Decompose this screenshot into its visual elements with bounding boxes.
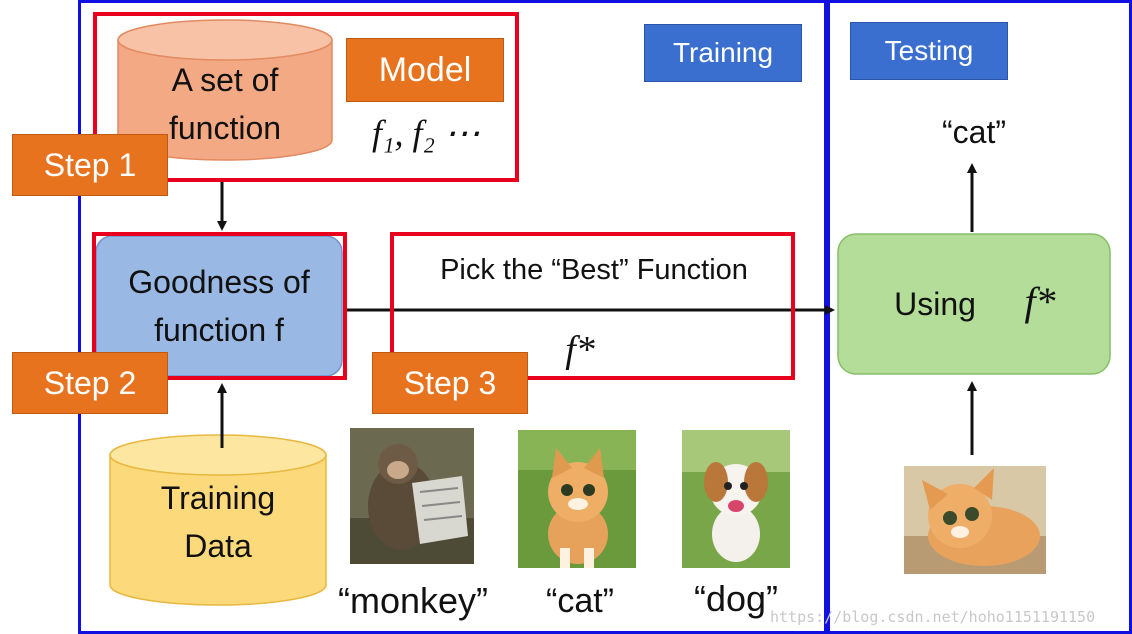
test-cat-photo [904,466,1046,574]
puppy-photo [682,430,790,568]
watermark: https://blog.csdn.net/hoho1151191150 [770,608,1095,626]
pick-label: Pick the “Best” Function [394,254,794,287]
goodness-line2: function f [96,312,342,349]
using-symbol: f* [1000,278,1080,325]
monkey-photo [350,428,474,564]
using-label: Using [880,286,990,323]
example-label-cat: “cat” [510,582,650,621]
training-section-tag: Training [644,24,802,82]
training-data-line1: Training [110,480,326,517]
testing-output-label: “cat” [900,114,1048,151]
step2-tag: Step 2 [12,352,168,414]
model-cylinder-line1: A set of [118,62,332,99]
goodness-line1: Goodness of [96,264,342,301]
step3-tag: Step 3 [372,352,528,414]
step1-tag: Step 1 [12,134,168,196]
pick-symbol: f* [540,328,620,372]
model-tag: Model [346,38,504,102]
training-data-cylinder [110,435,326,605]
kitten-photo [518,430,636,568]
training-data-line2: Data [110,528,326,565]
example-label-monkey: “monkey” [318,580,508,622]
testing-section-tag: Testing [850,22,1008,80]
model-functions: f₁, f₂ ⋯ [346,112,506,154]
